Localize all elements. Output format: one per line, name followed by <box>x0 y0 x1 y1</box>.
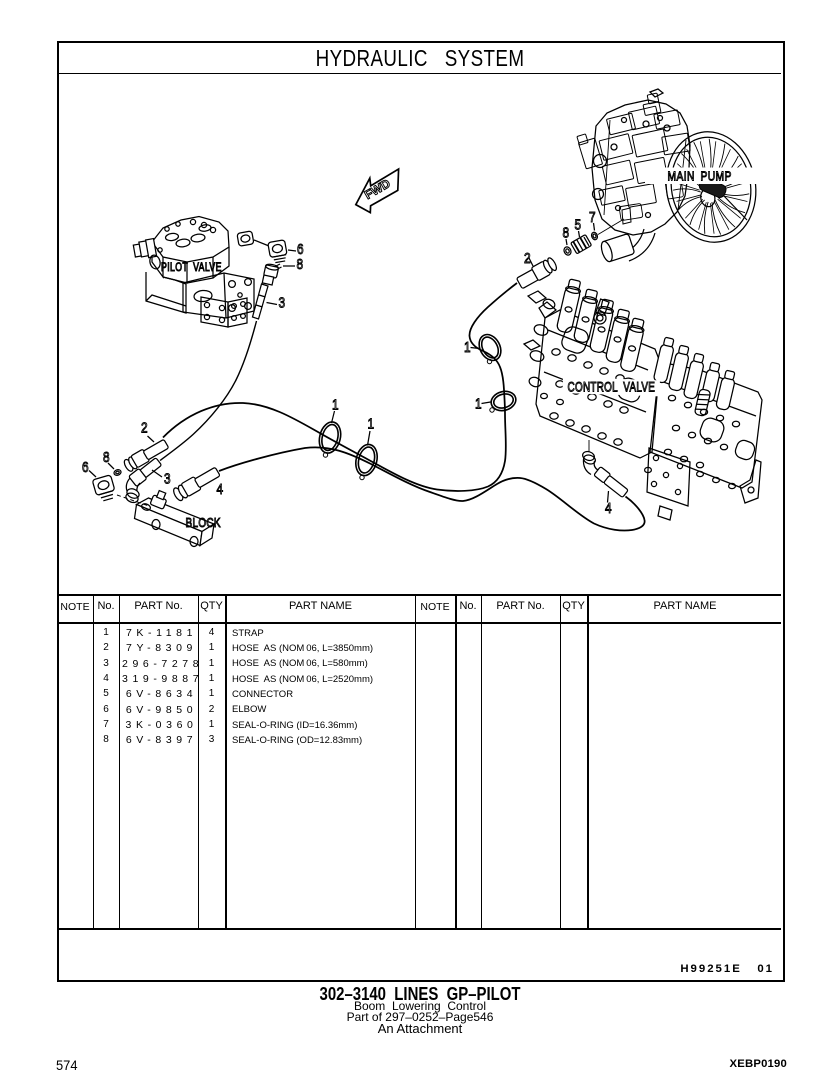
svg-text:1: 1 <box>464 339 471 356</box>
svg-text:2: 2 <box>141 419 148 436</box>
svg-text:4: 4 <box>605 500 612 517</box>
svg-text:2: 2 <box>524 250 531 267</box>
svg-text:MAIN PUMP: MAIN PUMP <box>668 168 732 184</box>
svg-text:8: 8 <box>563 224 570 241</box>
svg-text:5: 5 <box>575 216 582 233</box>
svg-text:7: 7 <box>589 209 596 226</box>
svg-text:1: 1 <box>332 396 339 413</box>
svg-text:6: 6 <box>297 241 304 258</box>
svg-text:1: 1 <box>475 395 482 412</box>
svg-text:8: 8 <box>103 449 110 466</box>
svg-text:4: 4 <box>217 480 224 497</box>
svg-text:PILOT VALVE: PILOT VALVE <box>161 262 222 274</box>
svg-text:3: 3 <box>164 470 171 487</box>
svg-text:FWD: FWD <box>362 176 393 202</box>
svg-text:CONTROL VALVE: CONTROL VALVE <box>568 380 656 395</box>
svg-text:1: 1 <box>368 415 375 432</box>
svg-text:6: 6 <box>82 458 89 475</box>
svg-text:8: 8 <box>297 256 304 273</box>
svg-text:3: 3 <box>279 294 286 311</box>
svg-text:BLOCK: BLOCK <box>186 517 221 530</box>
